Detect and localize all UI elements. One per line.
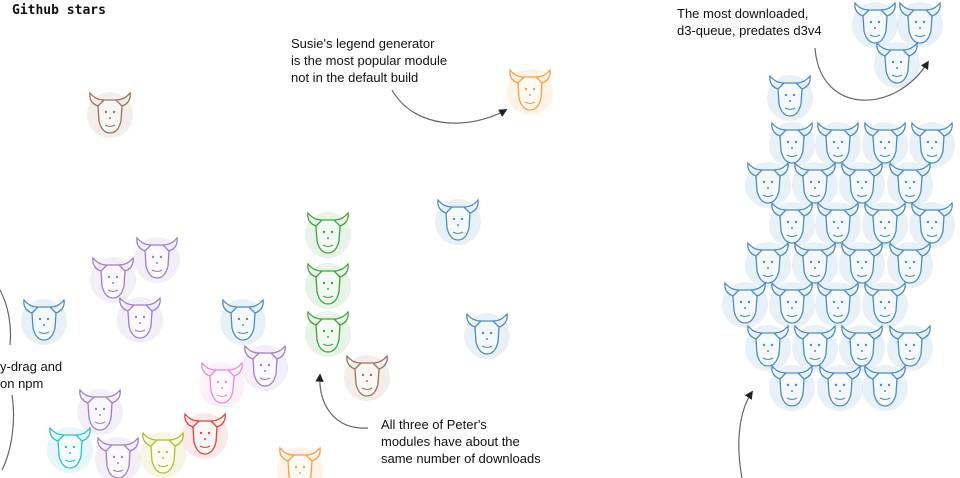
bull-marker xyxy=(242,344,288,391)
bull-marker xyxy=(839,161,885,208)
bull-marker xyxy=(47,426,93,473)
bull-marker xyxy=(897,1,943,48)
bull-marker xyxy=(792,161,838,208)
annotation-susie: Susie's legend generator is the most pop… xyxy=(291,35,447,86)
bull-marker xyxy=(769,121,815,168)
annotation-line: y-drag and xyxy=(0,359,63,374)
peter-arrow xyxy=(315,373,369,429)
bull-marker xyxy=(277,446,323,478)
annotation-line: same number of downloads xyxy=(381,451,541,466)
bull-marker xyxy=(435,198,481,245)
queue-arrow xyxy=(814,47,929,101)
bull-marker xyxy=(344,354,390,401)
bull-marker xyxy=(745,161,791,208)
chart-title: Github stars xyxy=(12,3,106,18)
left-edge-arc-top xyxy=(0,289,12,346)
annotation-line: not in the default build xyxy=(291,70,419,85)
bull-marker xyxy=(87,91,133,138)
annotation-drag: y-drag and on npm xyxy=(0,358,62,392)
bull-marker xyxy=(464,312,510,359)
annotation-arrows xyxy=(0,47,929,478)
bull-marker xyxy=(862,281,908,328)
annotation-line: The most downloaded, xyxy=(677,6,809,21)
bull-marker xyxy=(887,324,933,371)
bull-marker xyxy=(815,201,861,248)
bull-marker xyxy=(77,388,123,435)
bull-marker xyxy=(95,436,141,478)
bull-marker xyxy=(305,310,351,357)
bull-marker xyxy=(874,41,920,88)
annotation-line: modules have about the xyxy=(381,434,520,449)
data-points xyxy=(21,1,955,478)
bull-marker xyxy=(815,281,861,328)
annotation-line: is the most popular module xyxy=(291,53,448,68)
bull-marker xyxy=(745,241,791,288)
left-edge-arc-bottom xyxy=(1,394,15,471)
bull-marker xyxy=(507,68,553,115)
annotation-line: Susie's legend generator xyxy=(291,36,435,51)
bull-marker xyxy=(887,241,933,288)
bull-marker xyxy=(862,364,908,411)
bull-marker xyxy=(117,296,163,343)
bull-marker xyxy=(769,364,815,411)
bull-marker xyxy=(305,211,351,258)
bull-marker xyxy=(839,324,885,371)
bull-marker xyxy=(769,281,815,328)
bull-marker xyxy=(90,256,136,303)
bull-marker xyxy=(21,298,67,345)
bull-marker xyxy=(134,236,180,283)
bull-marker xyxy=(745,324,791,371)
bull-marker xyxy=(220,298,266,345)
bull-marker xyxy=(140,431,186,478)
bull-marker xyxy=(769,201,815,248)
bull-marker xyxy=(862,121,908,168)
susie-arrow xyxy=(391,89,508,124)
annotation-queue: The most downloaded, d3-queue, predates … xyxy=(677,5,822,39)
bull-marker xyxy=(815,121,861,168)
bull-marker xyxy=(182,412,228,459)
bull-marker xyxy=(792,241,838,288)
bull-marker xyxy=(767,74,813,121)
bull-marker xyxy=(305,262,351,309)
annotation-line: on npm xyxy=(0,376,44,391)
annotation-line: d3-queue, predates d3v4 xyxy=(677,23,822,38)
bull-marker xyxy=(839,241,885,288)
bull-marker xyxy=(792,324,838,371)
bull-marker xyxy=(722,281,768,328)
bull-marker xyxy=(817,364,863,411)
bull-marker xyxy=(887,161,933,208)
bull-marker xyxy=(909,201,955,248)
bull-marker xyxy=(862,201,908,248)
bull-marker xyxy=(852,1,898,48)
bottom-right-arrow xyxy=(738,390,753,478)
annotation-peter: All three of Peter's modules have about … xyxy=(381,416,541,467)
bull-marker xyxy=(909,121,955,168)
annotation-line: All three of Peter's xyxy=(381,417,487,432)
bull-marker xyxy=(199,361,245,408)
